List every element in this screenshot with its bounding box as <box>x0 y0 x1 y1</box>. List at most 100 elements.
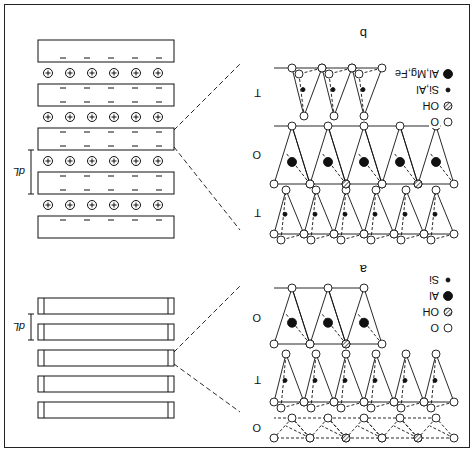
cation-symbol <box>110 157 119 166</box>
atom <box>414 180 422 188</box>
atom <box>337 236 345 244</box>
bond-line <box>431 354 436 408</box>
bond-line <box>168 350 169 366</box>
bond-line <box>108 58 114 59</box>
bond-line <box>158 71 159 76</box>
atom <box>307 404 315 412</box>
bond-line <box>60 132 66 133</box>
atom <box>433 212 437 216</box>
atom <box>282 350 290 358</box>
bond-line <box>364 288 382 344</box>
bond-line <box>311 354 316 408</box>
bond-line <box>132 176 138 177</box>
atom <box>300 398 308 406</box>
layer-bar <box>38 402 174 418</box>
bond-line <box>299 74 304 116</box>
atom <box>427 236 435 244</box>
cation-symbol <box>132 201 141 210</box>
atom <box>306 434 314 442</box>
atom <box>300 230 308 238</box>
bond-line <box>346 288 364 344</box>
bond-line <box>436 190 454 234</box>
bond-line <box>364 126 382 184</box>
bond-line <box>108 220 114 221</box>
atom <box>342 350 350 358</box>
atom <box>331 88 335 92</box>
atom <box>367 236 375 244</box>
atom <box>300 112 308 120</box>
atom <box>420 230 428 238</box>
sheet-label: T <box>253 374 262 386</box>
bond-line <box>274 344 382 345</box>
atom <box>313 212 317 216</box>
bond-line <box>156 220 162 221</box>
cation-symbol <box>88 69 97 78</box>
atom <box>270 398 278 406</box>
bond-line <box>406 190 424 234</box>
atom <box>396 122 404 130</box>
atom <box>396 414 404 422</box>
bond-line <box>84 220 90 221</box>
bond-line <box>48 159 49 164</box>
atom <box>324 157 333 166</box>
sheet-label: T <box>253 87 262 99</box>
atom <box>396 157 405 166</box>
bond-line <box>132 220 138 221</box>
atom <box>306 180 314 188</box>
bond-line <box>311 190 316 240</box>
cation-symbol <box>44 157 53 166</box>
atom <box>397 236 405 244</box>
bond-line <box>310 126 328 184</box>
bond-line <box>44 298 45 314</box>
atom <box>432 414 440 422</box>
bond-line <box>44 324 45 340</box>
bond-line <box>108 146 114 147</box>
bond-line <box>84 102 90 103</box>
bond-line <box>382 126 400 184</box>
bond-line <box>158 203 159 208</box>
legend-text: O <box>429 116 440 128</box>
bond-line <box>132 102 138 103</box>
bond-line <box>286 190 304 234</box>
atom <box>360 284 368 292</box>
atom <box>313 378 317 382</box>
bond-line <box>286 153 310 184</box>
cation-symbol <box>110 113 119 122</box>
atom <box>360 318 369 327</box>
atom <box>324 122 332 130</box>
cation-symbol <box>66 69 75 78</box>
bond-line <box>394 190 406 234</box>
atom <box>330 230 338 238</box>
cation-symbol <box>44 69 53 78</box>
atom <box>337 404 345 412</box>
atom <box>330 112 338 120</box>
bond-line <box>400 126 418 184</box>
bond-line <box>292 126 310 184</box>
bond-line <box>364 126 382 184</box>
bond-line <box>310 288 328 344</box>
bond-line <box>346 126 364 184</box>
bond-line <box>274 288 292 344</box>
frame <box>5 5 470 448</box>
atom <box>450 398 458 406</box>
atom <box>330 398 338 406</box>
atom <box>306 180 314 188</box>
bond-line <box>364 68 382 116</box>
bond-line <box>292 126 310 184</box>
bond-line <box>376 354 394 402</box>
atom <box>373 212 377 216</box>
layer-bar <box>38 172 174 194</box>
bond-line <box>28 314 34 315</box>
bond-line <box>108 132 114 133</box>
bond-line <box>281 190 286 240</box>
bond-line <box>401 354 406 408</box>
bond-line <box>418 126 436 184</box>
bond-line <box>341 190 346 240</box>
bond-line <box>156 132 162 133</box>
atom <box>306 434 314 442</box>
layer-bar <box>38 216 174 238</box>
cation-symbol <box>154 201 163 210</box>
cation-symbol <box>110 201 119 210</box>
layer-bar <box>38 350 174 366</box>
